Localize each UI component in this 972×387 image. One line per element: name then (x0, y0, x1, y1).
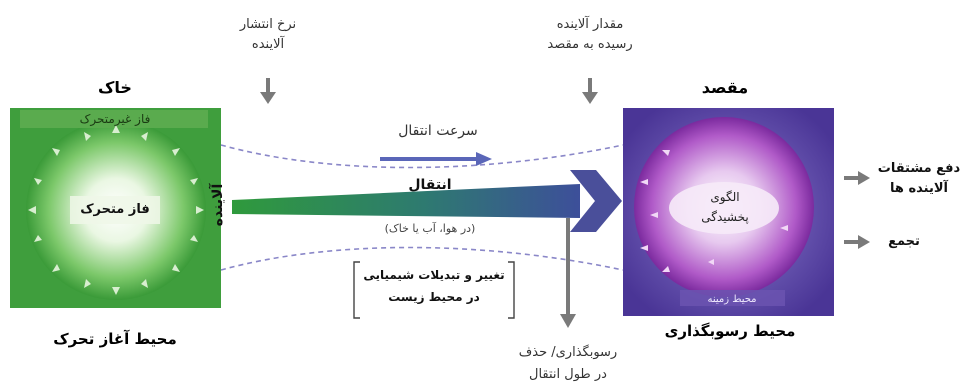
excretion-arrow (844, 171, 870, 185)
transport-chevron (570, 170, 622, 232)
release-rate-line-1: نرخ انتشار (239, 17, 297, 32)
transport-media-label: (در هوا، آب یا خاک) (384, 222, 476, 235)
soil-caption: محیط آغاز تحرک (53, 330, 177, 348)
target-diffusion-arrows (640, 150, 788, 272)
mobile-phase-label: فاز متحرک (80, 202, 150, 217)
delivered-amount-arrow (582, 78, 598, 104)
transport-wedge (232, 184, 580, 218)
transport-corridor-lines (220, 144, 624, 271)
excretion-line-1: دفع مشتقات (877, 161, 961, 176)
delivered-amount-line-1: مقدار آلاینده (556, 17, 624, 32)
deposition-arrow (560, 218, 576, 328)
target-ground-label: محیط زمینه (707, 294, 757, 305)
chemical-change-bracket (353, 261, 515, 319)
pollutant-label: آلاینده (210, 183, 226, 227)
target-caption: محیط رسوبگذاری (664, 322, 796, 340)
transport-title: انتقال (408, 177, 452, 193)
accumulation-arrow (844, 235, 870, 249)
immobile-phase-label: فاز غیرمتحرک (79, 112, 151, 126)
deposition-line-1: رسوبگذاری/ حذف (518, 345, 618, 360)
target-pattern-line-1: الگوی (710, 190, 740, 204)
accumulation-label: تجمع (888, 234, 920, 249)
transport-speed-label: سرعت انتقال (398, 123, 478, 139)
target-title: مقصد (701, 78, 749, 97)
delivered-amount-line-2: رسیده به مقصد (547, 37, 633, 52)
speed-arrow (380, 152, 492, 166)
release-rate-arrow (260, 78, 276, 104)
chemical-change-line-1: تغییر و تبدیلات شیمیایی (363, 268, 505, 282)
chemical-change-line-2: در محیط زیست (388, 290, 480, 304)
release-rate-line-2: آلاینده (251, 37, 285, 52)
soil-title: خاک (98, 78, 132, 97)
target-pattern-line-2: پخشیدگی (701, 210, 749, 224)
target-box (623, 108, 834, 316)
soil-diffusion-arrows (28, 125, 204, 295)
deposition-line-2: در طول انتقال (529, 367, 607, 382)
excretion-line-2: آلاینده ها (890, 181, 948, 196)
soil-box (10, 108, 221, 308)
